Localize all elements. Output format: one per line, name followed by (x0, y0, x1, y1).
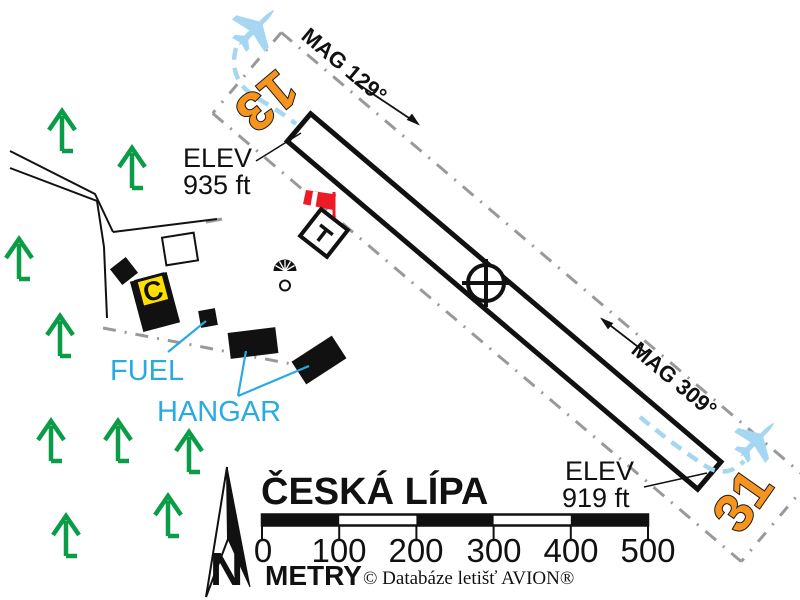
scale-tick-300: 300 (466, 532, 521, 569)
scale-bar: 0 100 200 300 400 500 METRY (254, 513, 676, 591)
mag-heading-31-arrow (600, 317, 647, 354)
elev-31-word: ELEV (565, 456, 634, 486)
scale-tick-0: 0 (254, 532, 272, 569)
tree-icon (174, 428, 204, 475)
tree-icon (36, 417, 66, 464)
elev-13-word: ELEV (183, 143, 252, 173)
signal-square-icon (297, 206, 351, 260)
scale-tick-400: 400 (543, 532, 598, 569)
clubhouse-building: C (129, 271, 181, 333)
runway-13-31 (283, 110, 725, 493)
taxi-dash (205, 217, 223, 224)
tree-icon (4, 235, 34, 282)
access-road (9, 150, 218, 319)
facility-leader-lines (167, 320, 310, 398)
elev-13-value: 935 ft (183, 170, 251, 200)
scale-tick-100: 100 (311, 532, 366, 569)
elev-13-leader-line (255, 132, 302, 162)
scale-tick-200: 200 (388, 532, 443, 569)
buildings: C (109, 231, 347, 385)
north-arrow: N (205, 466, 251, 598)
elevation-13: ELEV 935 ft (183, 132, 302, 200)
mag-heading-13-arrow (357, 83, 420, 126)
tree-icon (117, 144, 147, 191)
elevation-31: ELEV 919 ft (562, 456, 708, 513)
scale-unit-label: METRY (265, 560, 362, 591)
mag-heading-13: MAG 129° (297, 23, 392, 108)
elev-31-value: 919 ft (562, 483, 630, 513)
runway-midpoint-marker-icon (462, 259, 510, 307)
hangar-label: HANGAR (157, 396, 281, 428)
copyright-text: © Databáze letišť AVION® (363, 568, 574, 589)
hangar-building-2 (291, 335, 347, 385)
parachute-icon (273, 259, 297, 292)
tree-icon (103, 417, 133, 464)
airfield-boundary-dashes (211, 31, 800, 563)
building-outline (160, 231, 200, 267)
north-label: N (210, 543, 243, 595)
apron-boundary-dashes (102, 326, 303, 368)
scale-tick-500: 500 (620, 532, 675, 569)
tree-group (4, 107, 204, 559)
hangar-building-1 (227, 327, 279, 359)
traffic-pattern-dashes (231, 47, 746, 474)
tree-icon (45, 312, 75, 359)
fuel-label: FUEL (110, 355, 184, 387)
tree-icon (153, 492, 183, 539)
building (109, 256, 139, 286)
tree-icon (47, 107, 77, 154)
airport-title: ČESKÁ LÍPA (261, 468, 488, 513)
tree-icon (51, 512, 81, 559)
signal-area-c (134, 272, 172, 310)
airplane-icon (734, 422, 775, 463)
elev-31-leader-line (643, 472, 708, 488)
airplane-icon (231, 9, 275, 53)
